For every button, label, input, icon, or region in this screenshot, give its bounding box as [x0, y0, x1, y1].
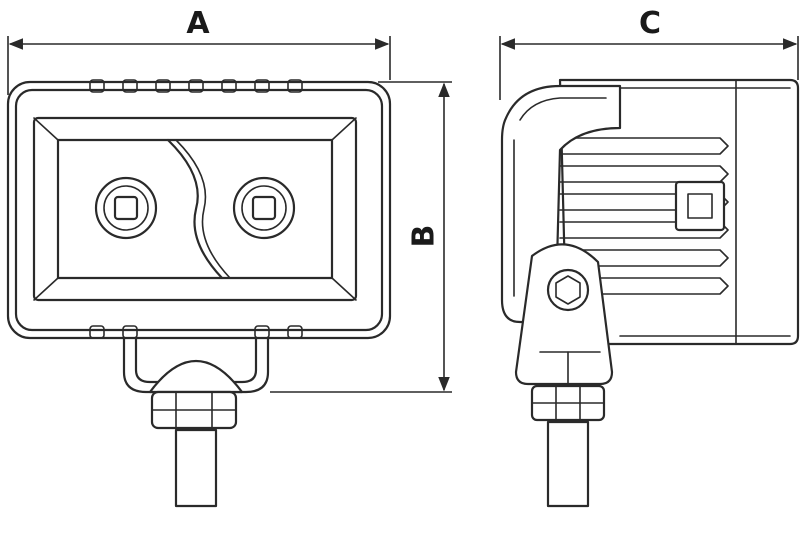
front-mount-stud: [174, 428, 218, 508]
lens-frame-corners: [33, 117, 357, 301]
front-mount-bracket: [122, 328, 270, 394]
front-housing-outer: [6, 80, 392, 340]
side-connector: [674, 180, 726, 232]
lens-frame-outer: [32, 116, 358, 302]
dimension-b: B: [270, 81, 452, 393]
dimension-c: C: [499, 6, 799, 100]
dimension-a-label: A: [186, 6, 210, 41]
cooling-fins: [559, 137, 729, 295]
side-mount-bracket: [514, 243, 614, 386]
reflector-divider: [166, 138, 224, 280]
led-right: [232, 176, 296, 240]
side-mount-stud: [546, 420, 590, 508]
dimension-b-label: B: [407, 225, 442, 248]
front-housing-inner: [14, 88, 384, 332]
top-screw-row: [89, 79, 303, 93]
front-mount-nut: [150, 390, 238, 430]
front-view: [6, 79, 392, 508]
side-mount-nut: [530, 384, 606, 422]
lens-frame-inner: [56, 138, 334, 280]
side-view: [500, 78, 800, 508]
bottom-screw-row: [89, 325, 303, 339]
dimension-a: A: [7, 6, 391, 95]
dimension-c-label: C: [639, 6, 661, 41]
pivot-bolt: [546, 268, 590, 312]
led-left: [94, 176, 158, 240]
